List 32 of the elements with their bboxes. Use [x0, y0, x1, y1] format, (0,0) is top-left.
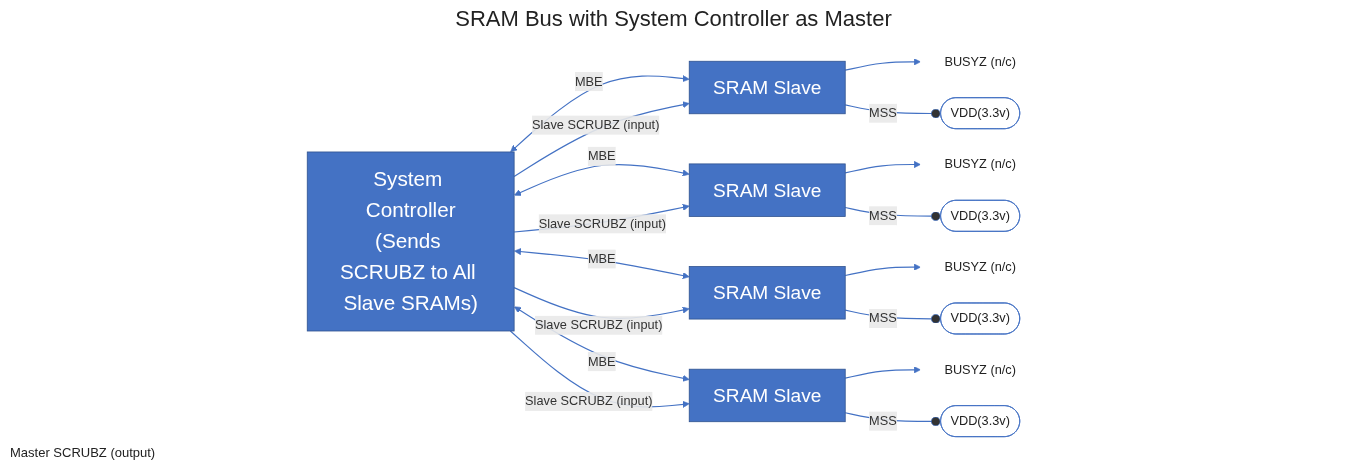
- node-box: System Controller (Sends SCRUBZ to All Slave SRAMs): [306, 151, 515, 332]
- edge-label: MBE: [587, 149, 616, 163]
- edge-label: Slave SCRUBZ (input): [535, 318, 663, 332]
- node-box: SRAM Slave: [688, 163, 846, 217]
- edge-label: MBE: [587, 354, 616, 368]
- node-text: BUSYZ (n/c): [944, 259, 1016, 274]
- arrow: [510, 75, 690, 153]
- edge-label: MSS: [869, 106, 897, 120]
- arrow: [514, 163, 690, 196]
- node-box: SRAM Slave: [688, 266, 846, 320]
- node-text: BUSYZ (n/c): [944, 157, 1016, 171]
- edge-label: Slave SCRUBZ (input): [532, 117, 660, 132]
- edge-label: MSS: [869, 208, 897, 223]
- node-box: SRAM Slave: [688, 60, 846, 115]
- arrow: [844, 366, 921, 379]
- diagram-title: SRAM Bus with System Controller as Master: [454, 6, 893, 32]
- edge-label: MSS: [869, 413, 897, 428]
- node-text: BUSYZ (n/c): [944, 54, 1016, 69]
- node-box: SRAM Slave: [688, 368, 846, 423]
- edge-label: MSS: [869, 311, 897, 325]
- arrow: [844, 161, 921, 174]
- edge-label: Slave SCRUBZ (input): [538, 216, 667, 231]
- edge-label: MBE: [587, 251, 616, 266]
- arrow: [513, 101, 690, 177]
- signal-label: Master SCRUBZ (output): [10, 445, 156, 460]
- arrow: [514, 248, 690, 280]
- arrow: [844, 58, 921, 71]
- arrow: [509, 330, 690, 408]
- arrow: [844, 263, 921, 277]
- node-text: BUSYZ (n/c): [944, 362, 1016, 377]
- edge-label: Slave SCRUBZ (input): [525, 394, 653, 408]
- edge-label: MBE: [575, 74, 603, 88]
